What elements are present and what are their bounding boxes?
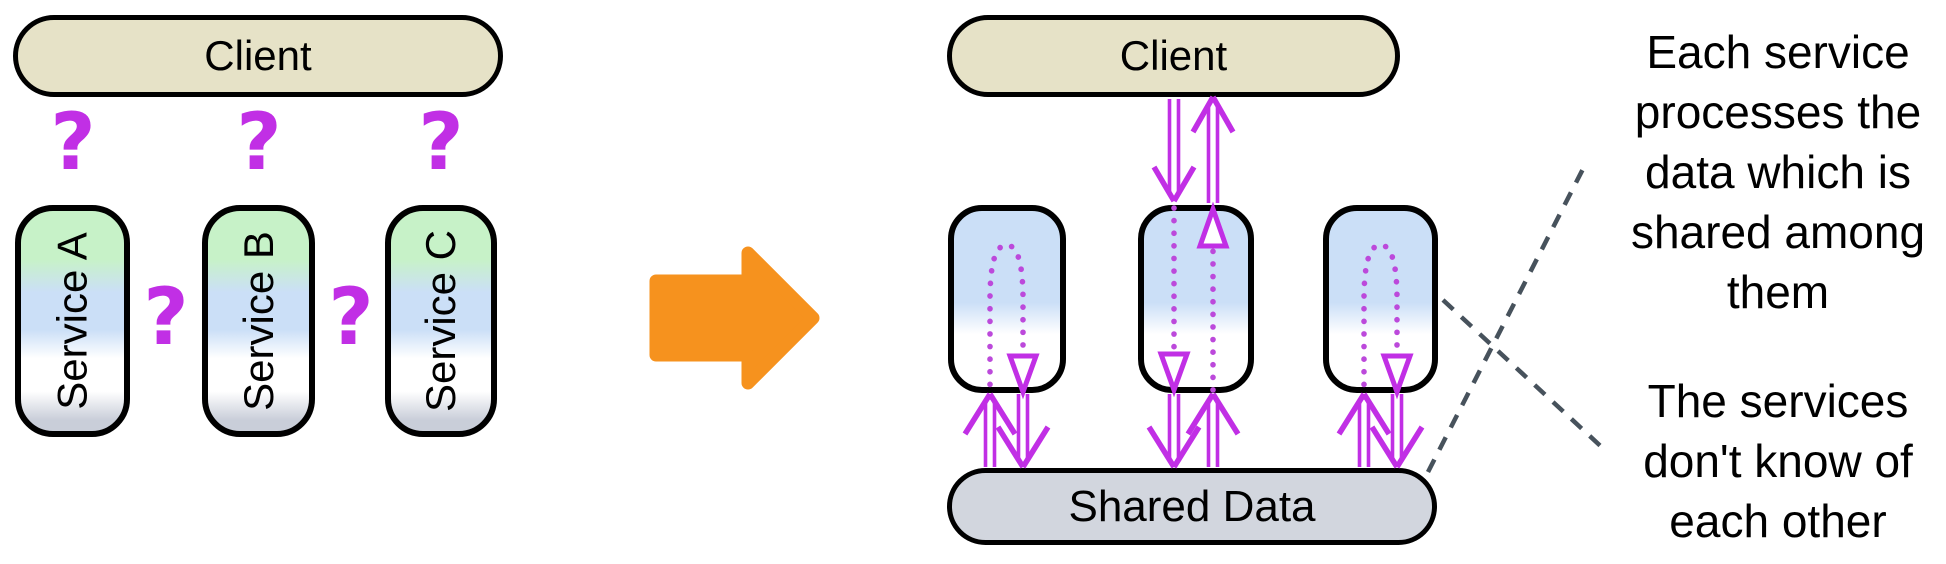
annotation-services-note: The services don't know of each other <box>1643 375 1913 547</box>
transition-arrow-icon <box>649 246 820 390</box>
shared-data-box: Shared Data <box>947 468 1437 545</box>
service-c-box: Service C <box>385 205 497 437</box>
question-mark-client-service-b: ? <box>236 98 282 188</box>
pointer-line-services-note <box>1441 298 1609 454</box>
service-1-read-up-arrow <box>962 392 1018 467</box>
client-box-right: Client <box>947 15 1400 97</box>
client-label-right: Client <box>1119 32 1228 79</box>
service-c-label: Service C <box>417 229 464 413</box>
question-mark-service-a-b: ? <box>143 273 189 363</box>
service-2-write-down-arrow <box>1146 394 1202 469</box>
service-box-2 <box>1138 205 1254 393</box>
client-label-left: Client <box>204 32 312 79</box>
service-3-write-down-arrow <box>1369 394 1425 469</box>
service-b-box: Service B <box>202 205 315 437</box>
client-response-up-arrow <box>1190 95 1236 203</box>
shared-data-label: Shared Data <box>1068 481 1316 531</box>
service-2-read-up-arrow <box>1185 392 1241 467</box>
service-b-label: Service B <box>234 231 282 411</box>
annotation-shared-data-note: Each service processes the data which is… <box>1630 26 1926 318</box>
question-mark-client-service-a: ? <box>50 98 96 188</box>
question-mark-client-service-c: ? <box>418 98 464 188</box>
service-a-label: Service A <box>48 232 96 410</box>
service-box-3 <box>1323 205 1438 393</box>
client-box-left: Client <box>13 15 503 97</box>
question-mark-service-b-c: ? <box>328 273 374 363</box>
service-3-read-up-arrow <box>1336 392 1392 467</box>
client-request-down-arrow <box>1151 99 1197 203</box>
pointer-line-shared-data-note <box>1425 163 1588 474</box>
service-1-write-down-arrow <box>995 394 1051 469</box>
service-box-1 <box>948 205 1066 393</box>
service-a-box: Service A <box>15 205 130 437</box>
